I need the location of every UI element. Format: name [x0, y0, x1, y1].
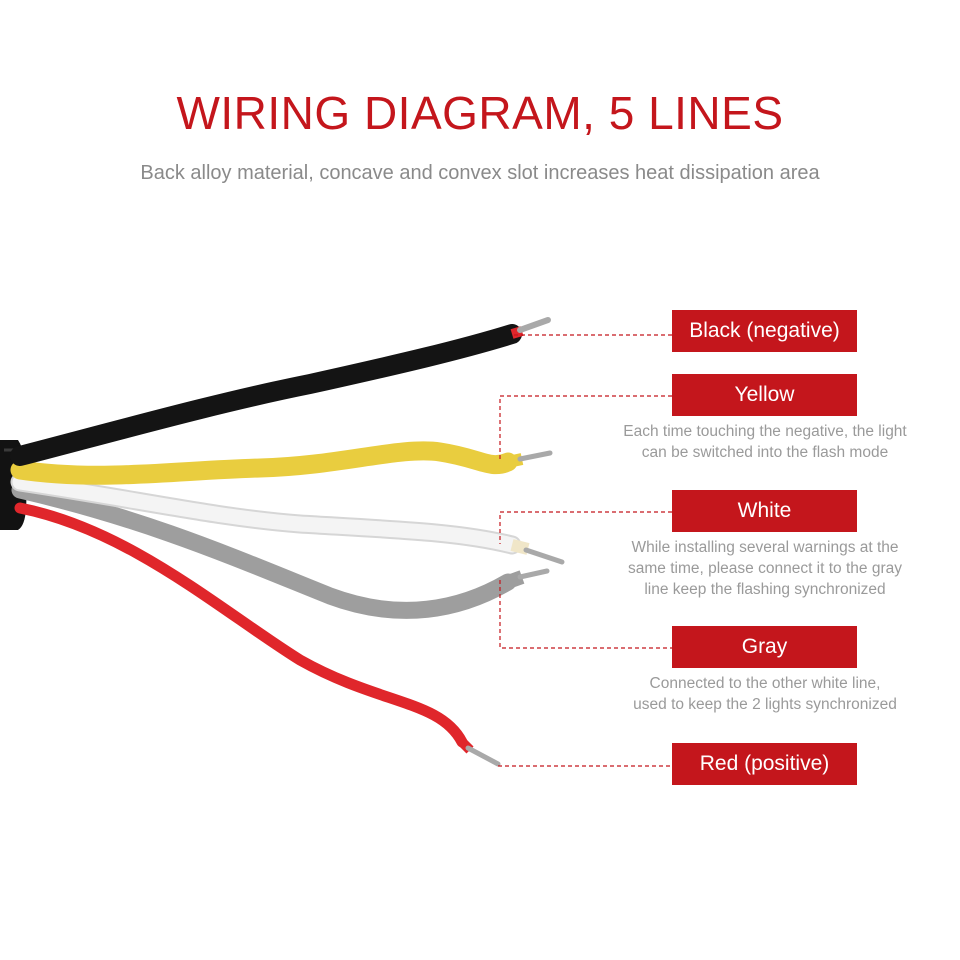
desc-yellow-line: Each time touching the negative, the lig… [623, 423, 907, 440]
leader-lines [498, 334, 672, 767]
leader-gray [499, 580, 672, 649]
label-red: Red (positive) [672, 743, 857, 785]
white-wire [10, 472, 565, 565]
desc-gray-line: used to keep the 2 lights synchronized [633, 696, 897, 713]
desc-yellow-line: can be switched into the flash mode [641, 444, 889, 461]
black-wire [10, 317, 551, 466]
leader-white [499, 511, 672, 544]
desc-white: While installing several warnings at the… [600, 537, 930, 600]
desc-gray-line: Connected to the other white line, [649, 675, 881, 692]
desc-white-line: While installing several warnings at the [631, 539, 899, 556]
leader-yellow [499, 395, 672, 462]
page-subtitle: Back alloy material, concave and convex … [140, 162, 820, 184]
label-gray: Gray [672, 626, 857, 668]
desc-white-line: line keep the flashing synchronized [644, 581, 886, 598]
red-wire [14, 502, 501, 767]
label-black: Black (negative) [672, 310, 857, 352]
yellow-wire [10, 441, 553, 485]
page-title: WIRING DIAGRAM, 5 LINES [176, 87, 784, 139]
desc-yellow: Each time touching the negative, the lig… [600, 421, 930, 463]
label-yellow: Yellow [672, 374, 857, 416]
gray-wire [11, 481, 550, 619]
desc-white-line: same time, please connect it to the gray [628, 560, 902, 577]
desc-gray: Connected to the other white line, used … [600, 673, 930, 715]
label-white: White [672, 490, 857, 532]
